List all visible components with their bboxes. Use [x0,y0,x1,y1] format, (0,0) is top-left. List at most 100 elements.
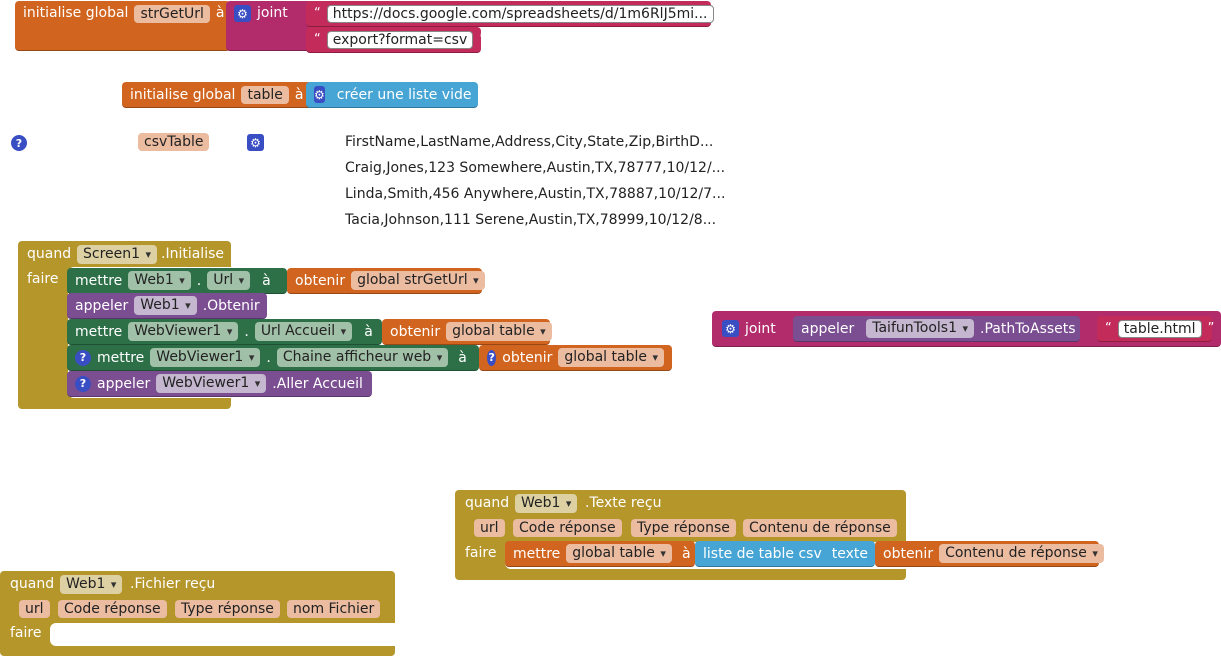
init-prefix-label: initialise global [23,5,129,21]
param-nom-fichier[interactable]: nom Fichier [287,600,381,618]
question-icon[interactable]: ? [75,349,91,366]
mettre-label: mettre [513,545,561,562]
get-global-table-block[interactable]: obtenir global table [382,319,552,345]
text-string-block-export[interactable]: “ export?format=csv ” [306,27,486,53]
appeler-label: appeler [97,375,151,392]
quote-close-icon: ” [479,32,486,47]
event-web1-fichier-recu[interactable]: quand Web1 .Fichier reçu url Code répons… [0,571,395,656]
component-dropdown[interactable]: Web1 [128,271,191,290]
quote-open-icon: “ [314,32,321,47]
component-dropdown[interactable]: Screen1 [77,245,158,264]
obtenir-label: obtenir [502,349,553,366]
init-global-strgeturl-block[interactable]: initialise global strGetUrl à [15,1,230,51]
question-icon[interactable]: ? [487,349,497,366]
get-contenu-reponse-block[interactable]: obtenir Contenu de réponse [875,541,1104,567]
set-global-table-block[interactable]: mettre global table à [505,541,695,567]
list-from-csv-table-block[interactable]: liste de table csv texte [695,541,875,567]
empty-list-label: créer une liste vide [336,86,472,103]
component-dropdown[interactable]: Web1 [134,296,197,315]
faire-label: faire [27,271,59,287]
property-dropdown[interactable]: Url Accueil [254,322,353,341]
init-suffix-label: à [215,5,225,21]
text-string-block-tablehtml[interactable]: “ table.html ” [1097,316,1215,342]
variable-dropdown[interactable]: global table [446,322,552,341]
init-suffix-label: à [294,86,304,103]
quand-label: quand [27,246,72,262]
obtenir-label: obtenir [295,272,346,289]
param-contenu-reponse[interactable]: Contenu de réponse [743,519,897,537]
appeler-label: appeler [801,320,855,337]
property-dropdown[interactable]: Chaine afficheur web [276,348,449,367]
call-webviewer1-aller-accueil-block[interactable]: ? appeler WebViewer1 .Aller Accueil [67,371,372,397]
quand-label: quand [10,576,55,592]
csv-line-2: Craig,Jones,123 Somewhere,Austin,TX,7877… [345,160,726,176]
call-taifuntools-pathtoassets-block[interactable]: appeler TaifunTools1 .PathToAssets [793,316,1080,342]
param-url[interactable]: url [19,600,50,618]
component-dropdown[interactable]: TaifunTools1 [866,319,975,338]
join-label: joint [257,5,288,21]
component-dropdown[interactable]: WebViewer1 [156,374,267,393]
property-dropdown[interactable]: Url [207,271,251,290]
component-dropdown[interactable]: Web1 [515,494,578,513]
variable-dropdown[interactable]: Contenu de réponse [939,544,1104,563]
component-dropdown[interactable]: WebViewer1 [128,322,239,341]
init-prefix-label: initialise global [130,86,236,103]
csv-line-3: Linda,Smith,456 Anywhere,Austin,TX,78887… [345,186,726,202]
set-web1-url-block[interactable]: mettre Web1 . Url à [67,268,287,294]
method-label: .Obtenir [202,297,260,314]
dot-label: . [244,323,249,340]
param-type-reponse[interactable]: Type réponse [175,600,280,618]
text-string-block-url[interactable]: “ https://docs.google.com/spreadsheets/d… [306,1,726,27]
dot-label: . [196,272,202,289]
create-empty-list-block[interactable]: ⚙ créer une liste vide [306,82,478,108]
param-url[interactable]: url [474,519,505,537]
join-block[interactable]: ⚙ joint [226,1,312,51]
gear-icon[interactable]: ⚙ [722,320,739,337]
gear-icon[interactable]: ⚙ [234,5,251,22]
dot-label: . [266,349,271,366]
set-webviewer1-chaine-block[interactable]: ? mettre WebViewer1 . Chaine afficheur w… [67,345,479,371]
component-dropdown[interactable]: WebViewer1 [150,348,261,367]
method-label: .Aller Accueil [272,375,363,392]
texte-label: texte [831,545,869,562]
call-web1-obtenir-block[interactable]: appeler Web1 .Obtenir [67,293,267,319]
event-label: .Fichier reçu [130,576,216,592]
event-label: .Texte reçu [585,495,662,511]
variable-dropdown[interactable]: global table [566,544,672,563]
string-field-tablehtml[interactable]: table.html [1117,319,1202,338]
a-label: à [681,545,691,562]
string-field-url[interactable]: https://docs.google.com/spreadsheets/d/1… [326,4,714,23]
variable-dropdown[interactable]: global strGetUrl [351,271,485,290]
param-code-reponse[interactable]: Code réponse [513,519,622,537]
obtenir-label: obtenir [883,545,934,562]
get-global-table-block-2[interactable]: ? obtenir global table [479,345,672,371]
get-global-strgeturl-block[interactable]: obtenir global strGetUrl [287,268,485,294]
var-name-field[interactable]: strGetUrl [134,5,210,23]
csv-line-1: FirstName,LastName,Address,City,State,Zi… [345,134,714,150]
quote-close-icon: ” [1207,321,1215,336]
variable-dropdown[interactable]: global table [558,348,664,367]
param-code-reponse[interactable]: Code réponse [58,600,167,618]
param-type-reponse[interactable]: Type réponse [631,519,736,537]
component-dropdown[interactable]: Web1 [60,575,123,594]
init-global-table-block[interactable]: initialise global table à [122,82,312,108]
method-label: .PathToAssets [980,320,1076,337]
quote-close-icon: ” [719,6,727,21]
set-webviewer1-url-accueil-block[interactable]: mettre WebViewer1 . Url Accueil à [67,319,382,345]
question-icon[interactable]: ? [75,375,91,392]
mettre-label: mettre [97,349,145,366]
question-icon[interactable]: ? [11,135,27,151]
gear-icon[interactable]: ⚙ [247,134,264,151]
csvtable-field[interactable]: csvTable [138,133,210,151]
var-name-field[interactable]: table [241,85,289,104]
string-field-export[interactable]: export?format=csv [326,30,474,49]
appeler-label: appeler [75,297,129,314]
quand-label: quand [465,495,510,511]
mettre-label: mettre [75,323,123,340]
a-label: à [364,323,373,340]
quote-open-icon: “ [314,6,321,21]
a-label: à [458,349,467,366]
event-label: .Initialise [161,246,224,262]
gear-icon[interactable]: ⚙ [314,86,325,103]
obtenir-label: obtenir [390,323,441,340]
